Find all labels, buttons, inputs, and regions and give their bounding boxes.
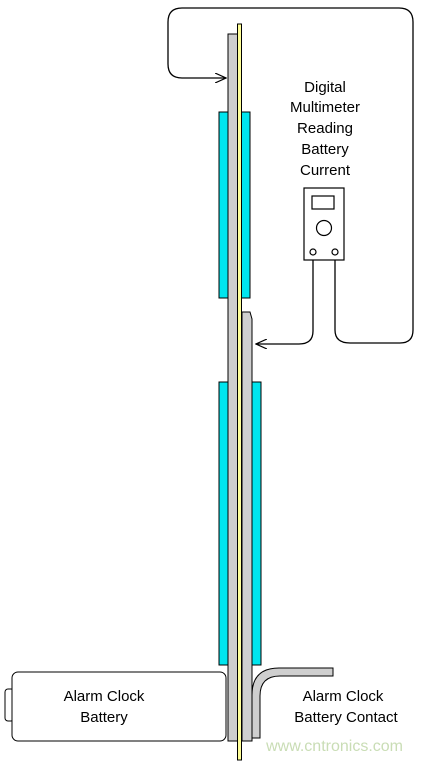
lower-contact-strip <box>241 311 253 742</box>
watermark: www.cntronics.com <box>265 738 403 755</box>
contact-label-line: Alarm Clock <box>303 688 384 705</box>
meter-jack-left <box>309 248 317 256</box>
meter-dial <box>315 219 333 237</box>
battery-contact-spring <box>251 667 334 739</box>
meter-label-line: Digital <box>304 79 346 96</box>
battery-label: Alarm Clock Battery <box>64 688 145 726</box>
battery-label-line: Alarm Clock <box>64 688 145 705</box>
upper-test-lead <box>167 7 414 344</box>
contact-label-line: Battery Contact <box>294 709 398 726</box>
battery-label-line: Battery <box>80 709 128 726</box>
meter-label: Digital Multimeter Reading Battery Curre… <box>290 79 360 179</box>
upper-contact-strip <box>227 33 239 742</box>
insulating-film <box>237 23 242 761</box>
meter-jack-right <box>331 248 339 256</box>
meter-label-line: Reading <box>297 120 353 137</box>
digital-multimeter <box>303 187 345 261</box>
meter-label-line: Multimeter <box>290 99 360 116</box>
meter-display <box>311 195 335 210</box>
meter-label-line: Current <box>300 162 351 179</box>
meter-label-line: Battery <box>301 141 349 158</box>
lower-test-lead <box>256 254 314 344</box>
contact-label: Alarm Clock Battery Contact <box>294 688 398 726</box>
alarm-clock-battery <box>11 671 227 742</box>
